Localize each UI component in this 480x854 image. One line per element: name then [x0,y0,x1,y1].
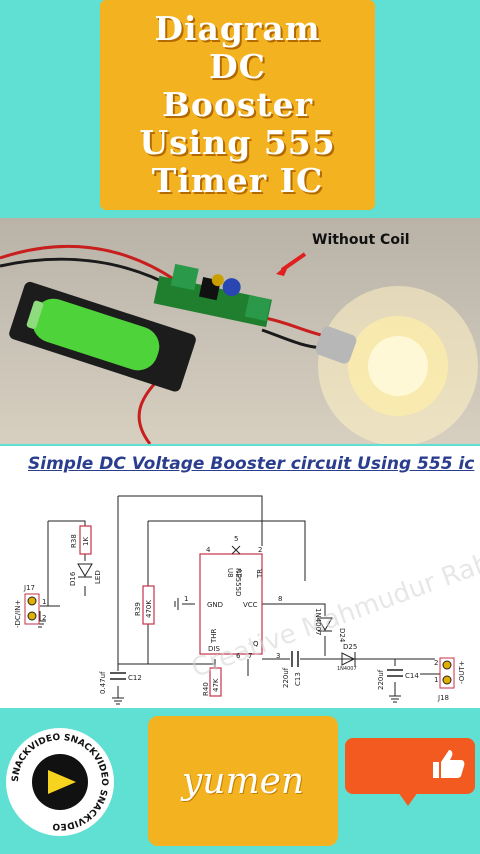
label-j17-pin1: 1 [42,598,46,606]
label-out: -OUT+ [458,660,466,684]
diode-d25-symbol [341,652,356,666]
label-j17-pin2: 2 [42,614,46,622]
label-d25-value: 1N4007 [337,666,357,672]
brand-box: yumen [148,716,338,846]
title-line-3: Booster [161,85,314,124]
label-gnd: GND [207,601,223,609]
label-pin5: 5 [234,535,238,543]
diode-d24-symbol [317,617,333,631]
label-pin7: 7 [248,652,252,660]
label-thr: THR [210,628,218,644]
label-c12-value: 0.47uf [99,671,107,694]
label-c12: C12 [128,674,142,682]
photo-illustration [0,244,478,444]
resistor-r40 [209,667,222,697]
resistor-r38 [79,525,92,555]
capacitor-c12 [110,672,126,680]
label-d24-value: 1N4007 [314,608,322,636]
label-dis: DIS [208,645,220,653]
label-j18: J18 [437,694,449,702]
label-j17: J17 [23,584,35,592]
label-pin6: 6 [236,652,241,660]
brand-name: yumen [181,760,305,802]
title-line-5: Timer IC [151,161,324,200]
label-pin3: 3 [276,652,280,660]
label-cv: CV [236,568,244,578]
snackvideo-badge[interactable]: SNACKVIDEO SNACKVIDEO SNACKVIDEO [4,726,116,838]
ic-555-body [199,553,263,655]
play-icon [48,770,76,794]
label-pin2: 2 [258,546,262,554]
label-pin4: 4 [206,546,211,554]
title-line-2: DC [209,47,266,86]
label-r39: R39 [134,602,142,616]
label-led: LED [94,570,102,584]
label-r38: R38 [70,534,78,548]
led-d16-symbol [77,563,93,577]
label-tr: TR [256,569,264,579]
label-r39-value: 470K [145,600,153,618]
label-pin1: 1 [184,595,188,603]
circuit-photo [0,218,480,444]
photo-annotation: Without Coil [312,232,410,248]
label-dcin: -DC/IN+ [14,600,22,628]
title-banner: Diagram DC Booster Using 555 Timer IC [100,0,375,210]
thumbs-up-icon [433,750,465,778]
capacitor-c14 [387,669,403,677]
schematic-diagram: Creative Mahmudur Rahman J17 1 2 -DC/IN+… [14,495,480,705]
label-d24: D24 [338,628,346,643]
label-c14-value: 220uf [377,669,385,690]
schematic-title: Simple DC Voltage Booster circuit Using … [28,454,475,474]
capacitor-c13 [291,651,299,667]
label-r40-value: 47K [212,678,220,692]
title-line-4: Using 555 [139,123,336,162]
label-r40: R40 [202,682,210,696]
label-j18-pin2: 2 [434,659,438,667]
like-bubble-tail [398,792,418,806]
label-c14: C14 [405,672,419,680]
label-d25: D25 [343,643,357,651]
label-q: Q [253,640,259,648]
label-j18-pin1: 1 [434,676,438,684]
like-button[interactable] [345,738,475,794]
label-c13: C13 [294,672,302,686]
resistor-r39 [142,585,155,625]
label-d16: D16 [69,571,77,586]
label-pin8: 8 [278,595,282,603]
label-c13-value: 220uf [282,667,290,688]
label-ne555d: NE555D [234,568,242,596]
title-line-1: Diagram [154,9,321,48]
label-vcc: VCC [243,601,258,609]
label-u8: U8 [226,568,234,578]
label-r38-value: 1K [82,537,90,546]
